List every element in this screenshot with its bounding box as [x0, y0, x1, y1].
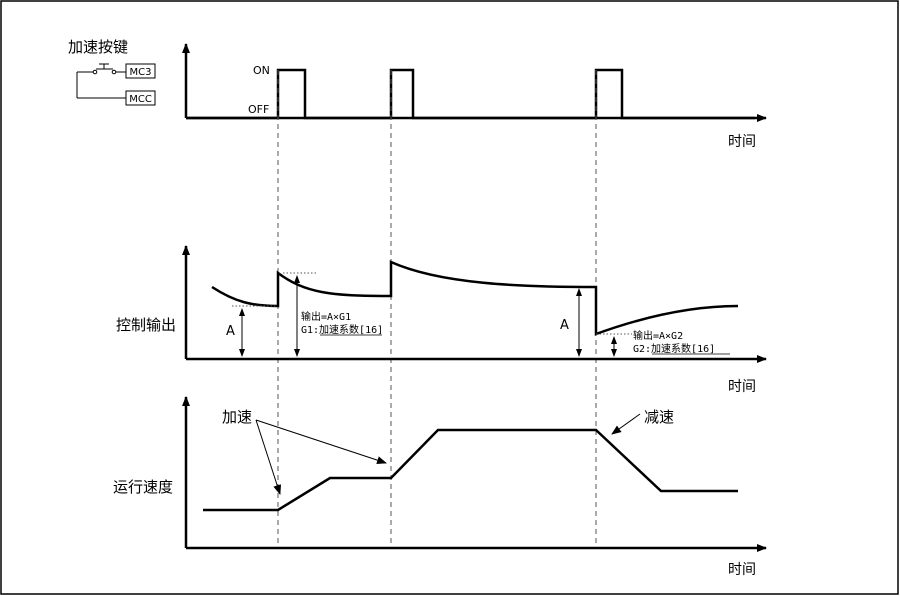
speed-time-label: 时间	[728, 562, 756, 578]
decel-label: 减速	[644, 408, 674, 426]
amplitude-label-right: A	[560, 318, 569, 333]
control-time-label: 时间	[728, 379, 756, 395]
speed-profile-line	[203, 428, 738, 512]
formula-1: 输出=A×G1	[301, 310, 351, 323]
on-label: ON	[253, 64, 270, 77]
accel-label: 加速	[222, 408, 252, 426]
switch-symbol-icon	[76, 63, 126, 99]
gain-2-note: G2:加速系数[16]	[633, 342, 715, 355]
mcc-label: MCC	[129, 94, 152, 105]
accel-pointer-1	[255, 419, 282, 495]
control-output-curve	[211, 260, 739, 336]
control-title: 控制输出	[116, 316, 176, 334]
decel-pointer	[611, 413, 641, 435]
formula-2: 输出=A×G2	[633, 329, 683, 342]
button-time-label: 时间	[728, 134, 756, 150]
mc3-label: MC3	[130, 67, 152, 78]
mc3-box	[125, 63, 156, 79]
button-pulse-signal	[186, 68, 755, 120]
off-label: OFF	[248, 103, 269, 116]
reference-dotted-lines	[232, 272, 632, 335]
mcc-box	[125, 90, 156, 106]
gain-1-note: G1:加速系数[16]	[301, 323, 383, 336]
timing-guides	[277, 70, 597, 548]
button-title: 加速按键	[68, 38, 128, 56]
accel-pointer-2	[255, 419, 387, 464]
speed-title: 运行速度	[113, 478, 173, 496]
amplitude-label-left: A	[226, 324, 235, 339]
